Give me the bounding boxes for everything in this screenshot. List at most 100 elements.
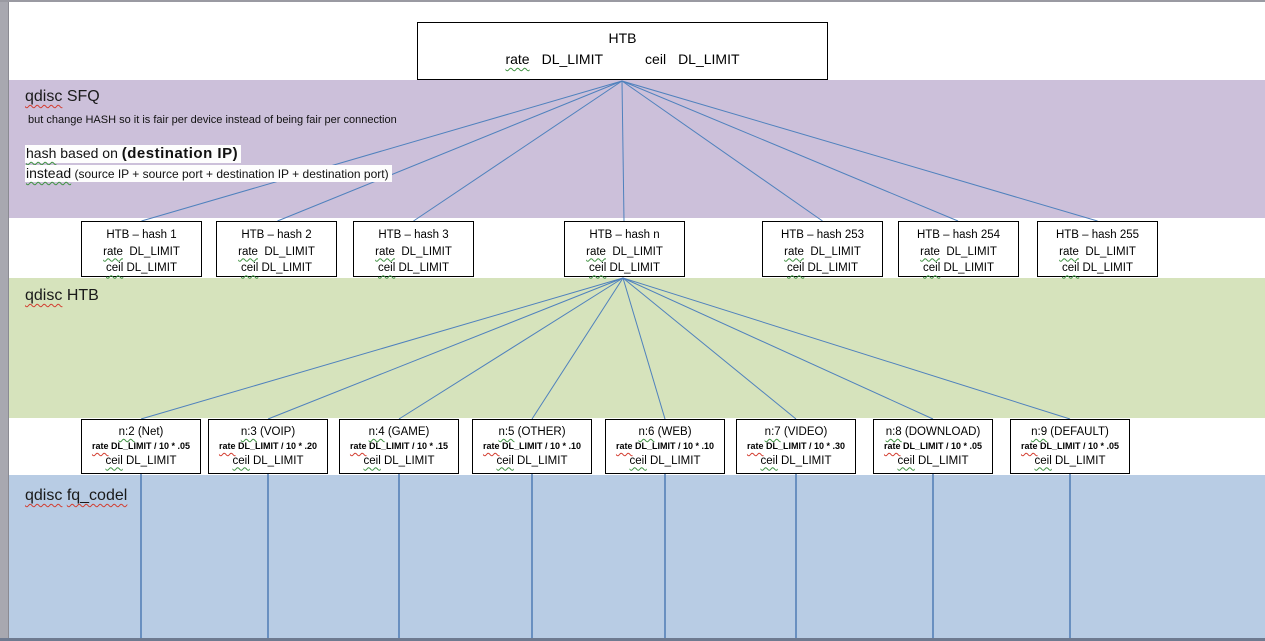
node-ceil-line: ceil DL_LIMIT <box>1038 260 1157 277</box>
node-rate-line: rate DL_LIMIT / 10 * .05 <box>1011 440 1129 454</box>
ceil-value: DL_LIMIT <box>1082 262 1133 275</box>
rate-value: DL_LIMIT / 10 * .10 <box>635 441 715 452</box>
ceil-label: ceil <box>241 262 259 275</box>
class-node-voip: n:3 (VOIP) rate DL_LIMIT / 10 * .20 ceil… <box>208 419 328 474</box>
ceil-value: DL_LIMIT <box>917 454 969 467</box>
class-label: (DEFAULT) <box>1047 426 1109 438</box>
ceil-label: ceil <box>645 51 667 67</box>
hash-node-253: HTB – hash 253 rate DL_LIMIT ceil DL_LIM… <box>762 221 883 277</box>
root-title: HTB <box>608 30 637 46</box>
node-ceil-line: ceil DL_LIMIT <box>340 454 458 469</box>
rate-value: DL_LIMIT <box>612 245 663 258</box>
node-rate-line: rate DL_LIMIT <box>565 244 684 261</box>
rate-value: DL_LIMIT <box>129 245 180 258</box>
ceil-value: DL_LIMIT <box>383 454 435 467</box>
node-ceil-line: ceil DL_LIMIT <box>565 260 684 277</box>
rate-value: DL_LIMIT <box>264 245 315 258</box>
class-node-download: n:8 (DOWNLOAD) rate DL_LIMIT / 10 * .05 … <box>873 419 993 474</box>
node-title: HTB – hash 1 <box>106 229 177 241</box>
node-title: n:8 (DOWNLOAD) <box>874 424 992 440</box>
ceil-label: ceil <box>787 262 805 275</box>
rate-label: rate <box>586 245 606 258</box>
rate-value: DL_LIMIT / 10 * .30 <box>766 441 846 452</box>
class-id: n:2 <box>118 426 135 438</box>
rate-label: rate <box>1020 441 1038 452</box>
node-ceil-line: ceil DL_LIMIT <box>606 454 724 469</box>
instead-detail-text: (source IP + source port + destination I… <box>71 167 389 181</box>
hash-node-n: HTB – hash n rate DL_LIMIT ceil DL_LIMIT <box>564 221 685 277</box>
node-rate-line: rate DL_LIMIT / 10 * .20 <box>209 440 327 454</box>
class-node-other: n:5 (OTHER) rate DL_LIMIT / 10 * .10 cei… <box>472 419 592 474</box>
band-label-htb: qdisc HTB <box>25 287 99 305</box>
node-rate-line: rate DL_LIMIT / 10 * .10 <box>473 440 591 454</box>
node-title: n:5 (OTHER) <box>473 424 591 440</box>
ceil-label: ceil <box>629 454 647 467</box>
node-title: n:2 (Net) <box>82 424 200 440</box>
fq-codel-word: fq_codel <box>66 487 128 504</box>
rate-value: DL_LIMIT / 10 * .20 <box>238 441 318 452</box>
node-title: n:3 (VOIP) <box>209 424 327 440</box>
node-rate-line: rate DL_LIMIT / 10 * .30 <box>737 440 855 454</box>
node-ceil-line: ceil DL_LIMIT <box>763 260 882 277</box>
ceil-label: ceil <box>105 454 123 467</box>
ceil-value: DL_LIMIT <box>516 454 568 467</box>
ceil-label: ceil <box>923 262 941 275</box>
rate-value: DL_LIMIT / 10 * .10 <box>502 441 582 452</box>
window-top-edge <box>0 0 1265 2</box>
node-ceil-line: ceil DL_LIMIT <box>874 454 992 469</box>
class-node-net: n:2 (Net) rate DL_LIMIT / 10 * .05 ceil … <box>81 419 201 474</box>
ceil-label: ceil <box>232 454 250 467</box>
node-title: n:9 (DEFAULT) <box>1011 424 1129 440</box>
class-node-default: n:9 (DEFAULT) rate DL_LIMIT / 10 * .05 c… <box>1010 419 1130 474</box>
rate-label: rate <box>349 441 367 452</box>
ceil-label: ceil <box>496 454 514 467</box>
node-ceil-line: ceil DL_LIMIT <box>217 260 336 277</box>
node-rate-line: rate DL_LIMIT / 10 * .10 <box>606 440 724 454</box>
qdisc-word: qdisc <box>25 487 63 504</box>
ceil-label: ceil <box>1062 262 1080 275</box>
class-node-video: n:7 (VIDEO) rate DL_LIMIT / 10 * .30 cei… <box>736 419 856 474</box>
rate-value: DL_LIMIT <box>1085 245 1136 258</box>
rate-value: DL_LIMIT / 10 * .05 <box>1040 441 1120 452</box>
class-label: (DOWNLOAD) <box>901 426 981 438</box>
instead-word: instead <box>26 165 72 181</box>
ceil-label: ceil <box>106 262 124 275</box>
node-rate-line: rate DL_LIMIT <box>217 244 336 261</box>
band-qdisc-fq-codel <box>8 475 1265 638</box>
node-ceil-line: ceil DL_LIMIT <box>82 454 200 469</box>
rate-label: rate <box>746 441 764 452</box>
rate-value: DL_LIMIT <box>541 51 604 67</box>
rate-label: rate <box>103 245 123 258</box>
rate-label: rate <box>615 441 633 452</box>
node-title: n:7 (VIDEO) <box>737 424 855 440</box>
node-rate-line: rate DL_LIMIT <box>899 244 1018 261</box>
class-label: (OTHER) <box>514 426 566 438</box>
node-ceil-line: ceil DL_LIMIT <box>82 260 201 277</box>
node-title: HTB – hash n <box>589 229 660 241</box>
ceil-label: ceil <box>363 454 381 467</box>
class-label: (Net) <box>134 426 164 438</box>
node-ceil-line: ceil DL_LIMIT <box>737 454 855 469</box>
hash-node-255: HTB – hash 255 rate DL_LIMIT ceil DL_LIM… <box>1037 221 1158 277</box>
band-label-fq-codel: qdisc fq_codel <box>25 487 127 505</box>
node-rate-line: rate DL_LIMIT / 10 * .05 <box>82 440 200 454</box>
band-qdisc-htb <box>8 278 1265 418</box>
ceil-label: ceil <box>1034 454 1052 467</box>
class-id: n:5 <box>498 426 515 438</box>
rate-value: DL_LIMIT <box>810 245 861 258</box>
node-rate-line: rate DL_LIMIT <box>1038 244 1157 261</box>
ceil-value: DL_LIMIT <box>649 454 701 467</box>
ceil-value: DL_LIMIT <box>252 454 304 467</box>
node-title: n:4 (GAME) <box>340 424 458 440</box>
sfq-note: but change HASH so it is fair per device… <box>28 114 397 126</box>
rate-label: rate <box>91 441 109 452</box>
class-label: (VOIP) <box>256 426 296 438</box>
hash-mid-text: based on <box>56 145 122 161</box>
class-label: (GAME) <box>384 426 430 438</box>
node-title: HTB – hash 3 <box>378 229 449 241</box>
rate-value: DL_LIMIT <box>401 245 452 258</box>
window-bottom-edge <box>0 638 1265 641</box>
ceil-label: ceil <box>897 454 915 467</box>
ceil-value: DL_LIMIT <box>678 51 740 67</box>
